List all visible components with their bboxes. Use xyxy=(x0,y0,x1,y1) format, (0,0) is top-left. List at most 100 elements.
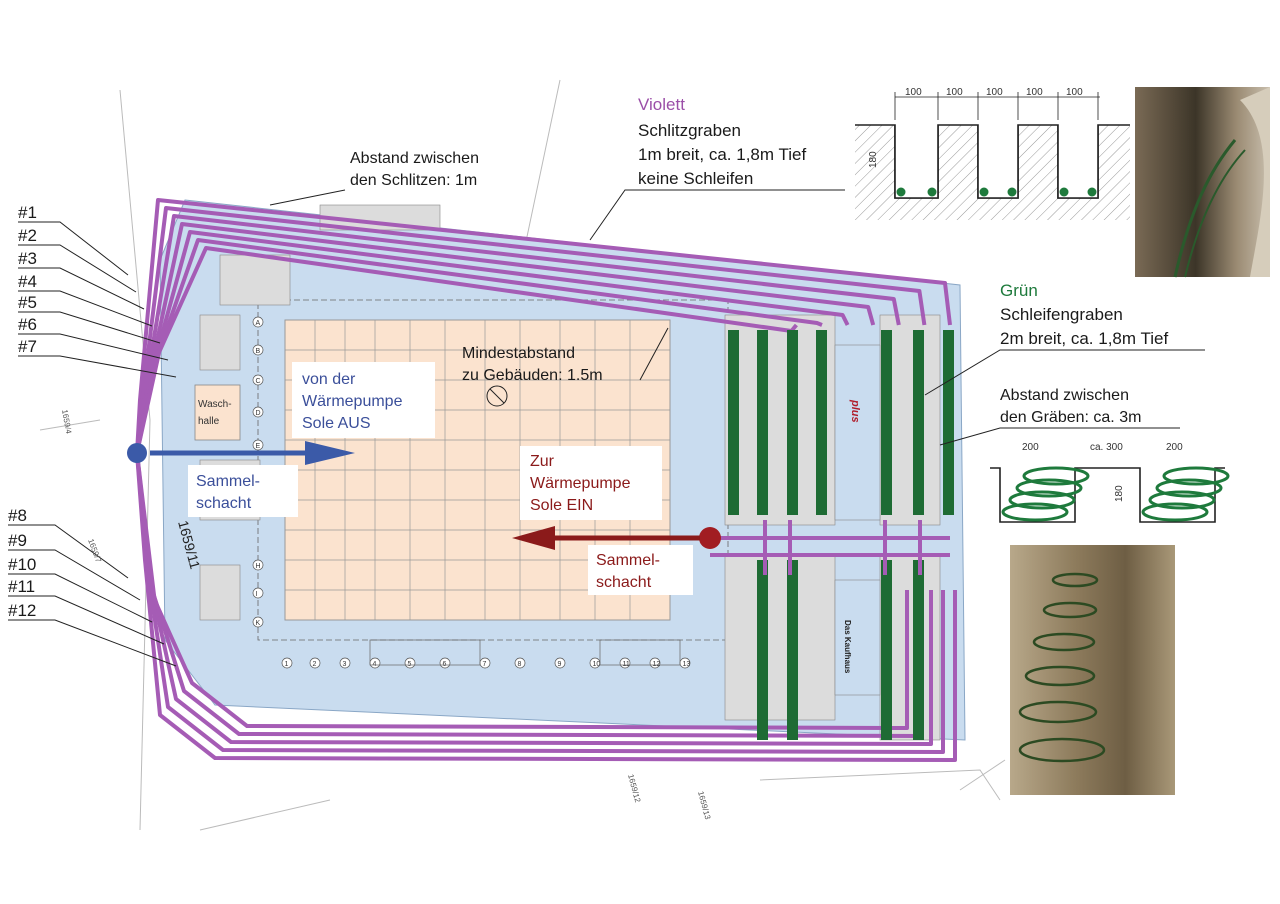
loop-dim-1: 200 xyxy=(1022,442,1039,453)
flow-out-label-1: von der xyxy=(302,371,356,388)
col-marker-3 xyxy=(339,657,351,669)
slot-dim-1: 100 xyxy=(905,87,922,98)
loop-trench-photo xyxy=(1010,545,1175,795)
green-trench-lower-4 xyxy=(913,560,924,740)
col-marker-label-9: 9 xyxy=(558,661,562,668)
row-marker-label-C: C xyxy=(256,378,261,385)
col-marker-label-11: 11 xyxy=(623,661,630,668)
loop-leader-11 xyxy=(8,595,165,645)
col-marker-11 xyxy=(619,657,631,669)
inflow-arrow xyxy=(512,526,700,550)
trench-spacing-label-2: den Gräben: ca. 3m xyxy=(1000,409,1141,426)
slot-dim-5: 100 xyxy=(1066,87,1083,98)
loop-leader-12 xyxy=(8,619,177,667)
loop-label-5: #5 xyxy=(18,293,37,312)
loop-leader-5 xyxy=(18,311,161,344)
left-manifold xyxy=(127,443,147,463)
store-label-plus: plus xyxy=(849,399,861,423)
row-marker-H xyxy=(252,559,264,571)
store-building xyxy=(834,344,881,521)
slot-dim-3: 100 xyxy=(986,87,1003,98)
loop-number-labels: #1#2#3#4#5#6#7#8#9#10#11#12 xyxy=(8,203,177,667)
survey-lines xyxy=(39,79,1006,831)
col-marker-5 xyxy=(404,657,416,669)
loop-leader-7 xyxy=(18,355,177,378)
flow-in-label-1: Zur xyxy=(530,453,555,470)
loop-dim-2: ca. 300 xyxy=(1090,442,1123,453)
green-title: Grün xyxy=(1000,281,1038,300)
col-marker-label-10: 10 xyxy=(593,661,601,668)
slot-depth: 180 xyxy=(868,151,879,168)
slot-spacing-label-1: Abstand zwischen xyxy=(350,150,479,167)
loop-leader-3 xyxy=(18,267,145,310)
parcel-1659-12: 1659/12 xyxy=(626,773,642,804)
loop-label-4: #4 xyxy=(18,272,37,291)
loop-label-10: #10 xyxy=(8,555,36,574)
violet-slot-trenches xyxy=(135,198,957,762)
violet-title: Violett xyxy=(638,95,685,114)
green-trench-upper-2 xyxy=(757,330,768,515)
flow-out-label-3: Sole AUS xyxy=(302,415,370,432)
col-marker-label-2: 2 xyxy=(313,661,317,668)
store-label-kaufhaus: Das Kaufhaus xyxy=(843,620,852,674)
col-marker-label-8: 8 xyxy=(518,661,522,668)
row-marker-C xyxy=(252,374,264,386)
row-marker-K xyxy=(252,616,264,628)
col-marker-label-5: 5 xyxy=(408,661,412,668)
green-trench-lower-2 xyxy=(787,560,798,740)
green-trench-upper-6 xyxy=(913,330,924,515)
row-marker-label-H: H xyxy=(256,563,261,570)
loop-leader-9 xyxy=(8,549,141,601)
wash-hall-label-2: halle xyxy=(198,416,220,427)
loop-label-8: #8 xyxy=(8,506,27,525)
violet-line-1: Schlitzgraben xyxy=(638,121,741,140)
violet-line-3: keine Schleifen xyxy=(638,169,753,188)
col-marker-label-13: 13 xyxy=(683,661,691,668)
wash-hall xyxy=(194,384,241,441)
loop-dim-3: 200 xyxy=(1166,442,1183,453)
row-marker-label-I: I xyxy=(256,591,258,598)
green-trench-upper-4 xyxy=(816,330,827,515)
loop-leader-4 xyxy=(18,290,153,327)
flow-out-label-2: Wärmepumpe xyxy=(302,393,403,410)
store-building-2 xyxy=(834,579,881,696)
green-trench-upper-3 xyxy=(787,330,798,515)
manifold-right-label-1: Sammel- xyxy=(596,552,660,569)
parcel-1659-13: 1659/13 xyxy=(696,790,712,821)
col-marker-label-7: 7 xyxy=(483,661,487,668)
row-marker-E xyxy=(252,439,264,451)
parcel-1659-7: 1659/7 xyxy=(86,538,103,565)
green-line-2: 2m breit, ca. 1,8m Tief xyxy=(1000,329,1168,348)
row-marker-label-B: B xyxy=(256,348,261,355)
loop-trench-section: 200 ca. 300 200 180 xyxy=(990,442,1230,523)
violet-line-2: 1m breit, ca. 1,8m Tief xyxy=(638,145,806,164)
green-trench-lower-1 xyxy=(757,560,768,740)
parcel-1659-4: 1659/4 xyxy=(60,409,73,435)
loop-label-3: #3 xyxy=(18,249,37,268)
row-marker-B xyxy=(252,344,264,356)
green-line-1: Schleifengraben xyxy=(1000,305,1123,324)
green-trench-upper-1 xyxy=(728,330,739,515)
slot-dim-2: 100 xyxy=(946,87,963,98)
col-marker-8 xyxy=(514,657,526,669)
row-marker-label-K: K xyxy=(256,620,261,627)
slot-dim-4: 100 xyxy=(1026,87,1043,98)
row-marker-label-A: A xyxy=(256,320,261,327)
loop-label-7: #7 xyxy=(18,337,37,356)
loop-leader-6 xyxy=(18,333,169,361)
manifold-left-label-2: schacht xyxy=(196,495,252,512)
wash-hall-label-1: Wasch- xyxy=(198,399,232,410)
loop-label-6: #6 xyxy=(18,315,37,334)
slot-trench-section: 100 100 100 100 100 180 xyxy=(855,87,1130,220)
row-marker-label-D: D xyxy=(256,410,261,417)
col-marker-6 xyxy=(439,657,451,669)
loop-label-9: #9 xyxy=(8,531,27,550)
loop-label-11: #11 xyxy=(8,577,35,596)
green-trench-upper-7 xyxy=(943,330,954,515)
loop-depth: 180 xyxy=(1114,485,1125,502)
min-distance-label-2: zu Gebäuden: 1.5m xyxy=(462,367,603,384)
col-marker-9 xyxy=(554,657,566,669)
loop-leader-8 xyxy=(8,524,129,579)
